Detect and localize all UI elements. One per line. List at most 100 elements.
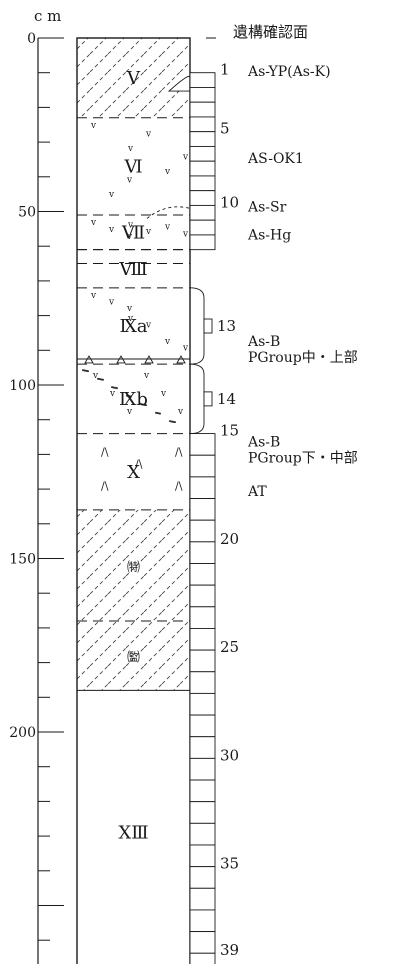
sample-box bbox=[190, 499, 215, 521]
tephra-label: As-B bbox=[247, 334, 280, 350]
sample-number: 30 bbox=[220, 746, 239, 764]
sample-box bbox=[190, 73, 215, 88]
v-mark: v bbox=[126, 304, 133, 314]
layer-label: Ⅹ bbox=[127, 462, 140, 483]
layer-label: Ⅸb bbox=[119, 389, 148, 410]
surface-label: 遺構確認面 bbox=[233, 23, 308, 41]
tephra-labels: As-YP(As-K)AS-OK1As-SrAs-HgAs-BPGroup中・上… bbox=[247, 64, 358, 500]
tephra-label: As-YP(As-K) bbox=[247, 64, 331, 80]
v-mark: v bbox=[109, 389, 116, 399]
layer-IXa: vvvvvvvⅨa bbox=[77, 288, 190, 354]
sample-box bbox=[190, 585, 215, 607]
dot-mark bbox=[87, 370, 89, 372]
sample-box bbox=[190, 542, 215, 564]
layer-label: Ⅷ bbox=[118, 259, 147, 280]
sample-box bbox=[190, 932, 215, 954]
sample-number: 20 bbox=[220, 530, 239, 548]
layer-V: Ⅴ bbox=[77, 38, 190, 118]
sample-box bbox=[190, 867, 215, 889]
sample-box bbox=[190, 563, 215, 585]
sample-box bbox=[190, 434, 215, 456]
v-mark: v bbox=[108, 225, 115, 235]
sample-box bbox=[190, 235, 215, 250]
tick-label: 150 bbox=[9, 552, 36, 568]
v-mark: v bbox=[177, 407, 184, 417]
v-mark: v bbox=[182, 229, 189, 239]
v-mark: v bbox=[164, 337, 171, 347]
a-mark: /\ bbox=[101, 480, 109, 493]
sample-box bbox=[190, 737, 215, 759]
layer-VII: vvvvvvvⅦ bbox=[77, 215, 190, 243]
v-mark: v bbox=[145, 227, 152, 237]
sample-box bbox=[190, 693, 215, 715]
tephra-label: As-Hg bbox=[247, 227, 291, 243]
sample-box bbox=[190, 845, 215, 867]
sample-box bbox=[190, 758, 215, 780]
layer-XI: ㈵ bbox=[77, 510, 190, 621]
sample-box bbox=[190, 607, 215, 629]
v-mark: v bbox=[90, 291, 97, 301]
sample-box bbox=[190, 780, 215, 802]
sample-box bbox=[204, 319, 212, 333]
sample-number: 13 bbox=[217, 317, 236, 335]
sample-box bbox=[190, 132, 215, 147]
sample-number: 10 bbox=[220, 193, 239, 211]
sample-number: 5 bbox=[220, 120, 230, 138]
v-mark: v bbox=[164, 223, 171, 233]
sample-box bbox=[190, 888, 215, 910]
sample-box bbox=[190, 650, 215, 672]
v-mark: v bbox=[145, 130, 152, 140]
tephra-label: AS-OK1 bbox=[247, 151, 304, 167]
a-mark: /\ bbox=[175, 480, 183, 493]
sample-box bbox=[190, 477, 215, 499]
sample-box bbox=[190, 823, 215, 845]
sample-bracket bbox=[190, 288, 204, 364]
sample-number: 35 bbox=[220, 855, 239, 873]
layer-label: Ⅵ bbox=[123, 156, 142, 177]
sample-box bbox=[190, 520, 215, 542]
sample-number: 25 bbox=[220, 638, 239, 656]
tephra-label: PGroup下・中部 bbox=[248, 450, 358, 466]
sample-number: 15 bbox=[220, 422, 239, 440]
sample-box bbox=[190, 102, 215, 117]
dot-mark bbox=[102, 379, 104, 381]
sample-number: 1 bbox=[220, 61, 230, 79]
v-mark: v bbox=[143, 371, 150, 381]
tephra-label: PGroup中・上部 bbox=[248, 350, 358, 366]
tephra-label: As-B bbox=[247, 434, 280, 450]
layer-label: ⅩⅢ bbox=[118, 823, 148, 844]
layer-X: /\/\/\/\/\Ⅹ bbox=[77, 434, 190, 493]
sample-box bbox=[190, 176, 215, 191]
v-mark: v bbox=[127, 144, 134, 154]
sample-column: 15101314152025303539 bbox=[190, 61, 239, 964]
v-mark: v bbox=[182, 153, 189, 163]
sample-box bbox=[190, 953, 215, 964]
tick-label: 200 bbox=[9, 725, 36, 741]
sample-box bbox=[190, 161, 215, 176]
tephra-label: AT bbox=[247, 484, 267, 500]
layer-IXb: vvvvvvⅨb bbox=[77, 364, 190, 423]
v-mark: v bbox=[90, 121, 97, 131]
sample-bracket bbox=[190, 364, 204, 433]
sample-box bbox=[190, 455, 215, 477]
unit-label: c m bbox=[34, 7, 61, 25]
sample-box bbox=[190, 117, 215, 132]
v-mark: v bbox=[108, 190, 115, 200]
layer-XIII: ⅩⅢ bbox=[77, 690, 190, 843]
sample-box bbox=[190, 672, 215, 694]
layer-label: Ⅸa bbox=[119, 316, 147, 337]
tick-label: 50 bbox=[18, 205, 36, 221]
dot-mark bbox=[159, 413, 161, 415]
tick-label: 100 bbox=[9, 378, 36, 394]
sample-box bbox=[190, 715, 215, 737]
layer-label: ㈵ bbox=[127, 560, 140, 575]
sample-number: 14 bbox=[217, 390, 236, 408]
tephra-label: As-Sr bbox=[247, 200, 287, 216]
v-mark: v bbox=[164, 167, 171, 177]
v-mark: v bbox=[108, 298, 115, 308]
sample-box bbox=[190, 146, 215, 161]
sample-box bbox=[190, 87, 215, 102]
sample-box bbox=[190, 802, 215, 824]
